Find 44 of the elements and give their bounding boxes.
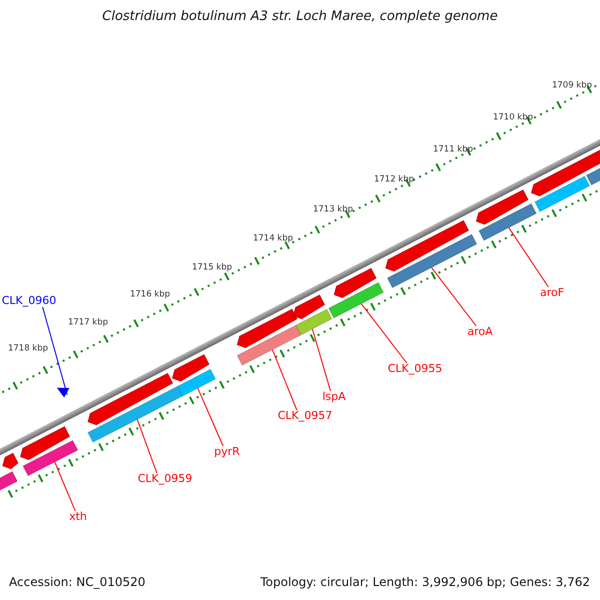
leader-line — [431, 267, 477, 326]
scale-label: 1714 kbp — [252, 234, 294, 244]
gene-bar — [177, 369, 216, 396]
footer-text: Topology: circular; Length: 3,992,906 bp; Genes: 3,762 — [260, 575, 590, 589]
scale-label: 1713 kbp — [312, 205, 354, 215]
gene-feature — [385, 220, 469, 272]
scale-label: 1712 kbp — [374, 175, 414, 185]
scale-label: 1718 kbp — [8, 344, 48, 354]
leader-line — [54, 462, 76, 512]
gene-feature — [236, 308, 298, 348]
gene-label: lspA — [322, 390, 346, 404]
leader-line — [136, 418, 158, 474]
scale-label: 1709 kbp — [552, 81, 592, 91]
gene-label: CLK_0957 — [278, 410, 332, 422]
leader-line — [197, 388, 224, 446]
leader-line — [312, 328, 331, 392]
scale-label: 1711 kbp — [432, 145, 474, 155]
scale-label: 1717 kbp — [68, 318, 108, 328]
gene-label: CLK_0955 — [388, 362, 442, 376]
leader-line — [42, 306, 68, 396]
gene-feature — [172, 354, 210, 382]
scale-label: 1710 kbp — [492, 113, 534, 123]
leader-line — [508, 227, 549, 288]
gene-feature — [20, 426, 70, 460]
gene-feature — [2, 452, 18, 470]
scale-label: 1716 kbp — [130, 290, 170, 300]
gene-label: pyrR — [214, 446, 240, 458]
leader-line — [360, 303, 408, 364]
footer-text: Accession: NC_010520 — [9, 575, 146, 589]
gene-label: CLK_0959 — [138, 472, 192, 486]
gene-feature — [292, 294, 325, 320]
gene-label: xth — [69, 510, 87, 524]
title: Clostridium botulinum A3 str. Loch Maree, complete genome — [102, 9, 498, 24]
leader-line — [272, 349, 298, 410]
gene-label: aroA — [467, 326, 493, 338]
gene-label: CLK_0960 — [2, 294, 56, 308]
gene-feature — [334, 268, 376, 298]
gene-bar — [296, 308, 332, 336]
gene-label: aroF — [540, 286, 564, 300]
feature-marker — [56, 388, 70, 398]
scale-label: 1715 kbp — [192, 263, 232, 273]
gene-bar — [328, 282, 384, 318]
gene-feature — [476, 190, 528, 225]
gene-feature — [88, 373, 173, 426]
